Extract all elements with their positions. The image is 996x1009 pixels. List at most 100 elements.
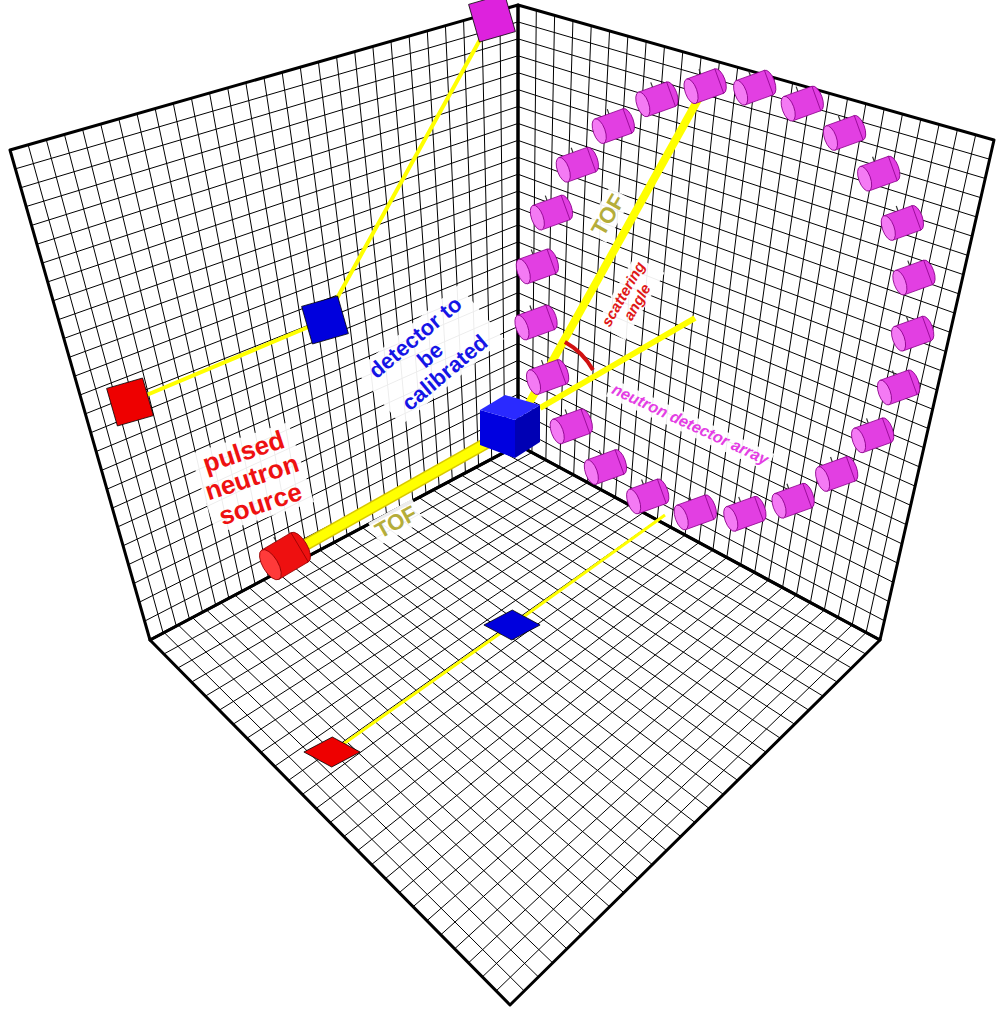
source-projection bbox=[304, 737, 360, 767]
detector-projection bbox=[484, 610, 540, 640]
right-wall-grid bbox=[518, 5, 994, 640]
array-cylinder bbox=[513, 247, 561, 286]
wall-outline bbox=[10, 5, 518, 640]
grid-line bbox=[235, 595, 595, 921]
array-cylinder bbox=[547, 407, 595, 446]
grid-line bbox=[391, 513, 752, 767]
grid-line bbox=[91, 259, 518, 433]
grid-line bbox=[292, 565, 653, 865]
cylinder-face bbox=[255, 546, 286, 583]
grid-line bbox=[139, 411, 518, 602]
wall-outline bbox=[518, 5, 994, 640]
grid-line bbox=[300, 67, 360, 528]
cylinder-face bbox=[731, 79, 751, 107]
grid-line bbox=[178, 625, 538, 977]
cylinder-mark bbox=[739, 497, 741, 502]
grid-line bbox=[518, 343, 906, 524]
cylinder-mark bbox=[565, 409, 567, 414]
grid-line bbox=[852, 130, 957, 625]
grid-line bbox=[32, 73, 518, 226]
array-cylinder bbox=[855, 154, 903, 193]
cylinder-face bbox=[769, 492, 789, 520]
cylinder-mark bbox=[908, 261, 910, 266]
array-cylinder bbox=[581, 448, 629, 487]
detector-cube bbox=[480, 395, 540, 458]
array-cylinder bbox=[721, 495, 769, 534]
grid-line bbox=[518, 276, 924, 448]
grid-line bbox=[518, 73, 976, 217]
cylinder-mark bbox=[651, 82, 653, 87]
grid-line bbox=[433, 490, 795, 724]
cylinder-face bbox=[878, 214, 898, 242]
grid-line bbox=[128, 377, 518, 564]
cylinder-mark bbox=[907, 317, 909, 322]
grid-line bbox=[518, 242, 933, 409]
cylinder-face bbox=[875, 378, 895, 406]
array-cylinder bbox=[731, 68, 779, 107]
grid-line bbox=[518, 327, 911, 506]
cylinder-face bbox=[813, 465, 833, 493]
grid-line bbox=[277, 573, 638, 879]
cylinder-face bbox=[890, 268, 910, 296]
grid-line bbox=[306, 558, 667, 851]
cylinder-mark bbox=[699, 69, 701, 74]
array-cylinder bbox=[849, 416, 897, 455]
cylinder-mark bbox=[642, 479, 644, 484]
detector-projection bbox=[302, 296, 349, 344]
array-cylinder bbox=[878, 204, 926, 243]
grid-line bbox=[518, 191, 946, 351]
grid-line bbox=[518, 56, 981, 198]
cylinder-face bbox=[524, 368, 544, 396]
tof-beam bbox=[528, 87, 705, 405]
array-cylinder bbox=[889, 314, 937, 353]
projection-beam bbox=[332, 515, 665, 752]
cylinder-mark bbox=[530, 306, 532, 311]
beam-edge bbox=[300, 440, 492, 548]
cylinder-mark bbox=[274, 537, 277, 541]
label-text: detector to be calibrated bbox=[356, 285, 504, 426]
array-cylinder bbox=[633, 80, 681, 119]
array-cylinder bbox=[681, 67, 729, 106]
grid-line bbox=[164, 633, 524, 991]
array-projection bbox=[469, 0, 516, 42]
array-cylinder bbox=[589, 107, 637, 146]
cylinder-mark bbox=[749, 71, 751, 76]
array-cylinder bbox=[778, 84, 826, 123]
grid-line bbox=[476, 468, 838, 683]
cylinder-face bbox=[889, 325, 909, 353]
grid-line bbox=[362, 528, 723, 795]
grid-line bbox=[504, 453, 866, 655]
source-projection bbox=[107, 378, 154, 426]
grid-line bbox=[518, 22, 990, 159]
array-cylinder bbox=[769, 481, 817, 520]
cylinder-face bbox=[624, 487, 644, 515]
cylinder-face bbox=[721, 505, 741, 533]
cylinder-mark bbox=[787, 484, 789, 489]
grid-line bbox=[207, 610, 567, 949]
cylinder-mark bbox=[599, 450, 601, 455]
grid-line bbox=[518, 428, 884, 621]
array-cylinder bbox=[553, 145, 601, 184]
cylinder-face bbox=[547, 417, 567, 445]
cylinder-mark bbox=[531, 249, 533, 254]
angle-arc bbox=[565, 342, 593, 370]
grid-line bbox=[461, 475, 823, 696]
grid-line bbox=[419, 498, 780, 739]
array-cylinder bbox=[813, 455, 861, 494]
array-cylinder bbox=[890, 258, 938, 297]
cylinder-face bbox=[512, 313, 532, 341]
array-cylinder bbox=[527, 193, 575, 232]
grid-line bbox=[15, 22, 518, 169]
cube-face bbox=[480, 395, 540, 420]
cylinder-face bbox=[855, 165, 875, 193]
grid-line bbox=[263, 580, 624, 893]
cylinder-face bbox=[527, 203, 547, 231]
cylinder-face bbox=[589, 117, 609, 145]
cylinder-mark bbox=[873, 157, 875, 162]
cylinder-face bbox=[671, 503, 691, 531]
grid-line bbox=[518, 140, 959, 293]
cylinder-face bbox=[821, 124, 841, 152]
cylinder-mark bbox=[542, 360, 544, 365]
